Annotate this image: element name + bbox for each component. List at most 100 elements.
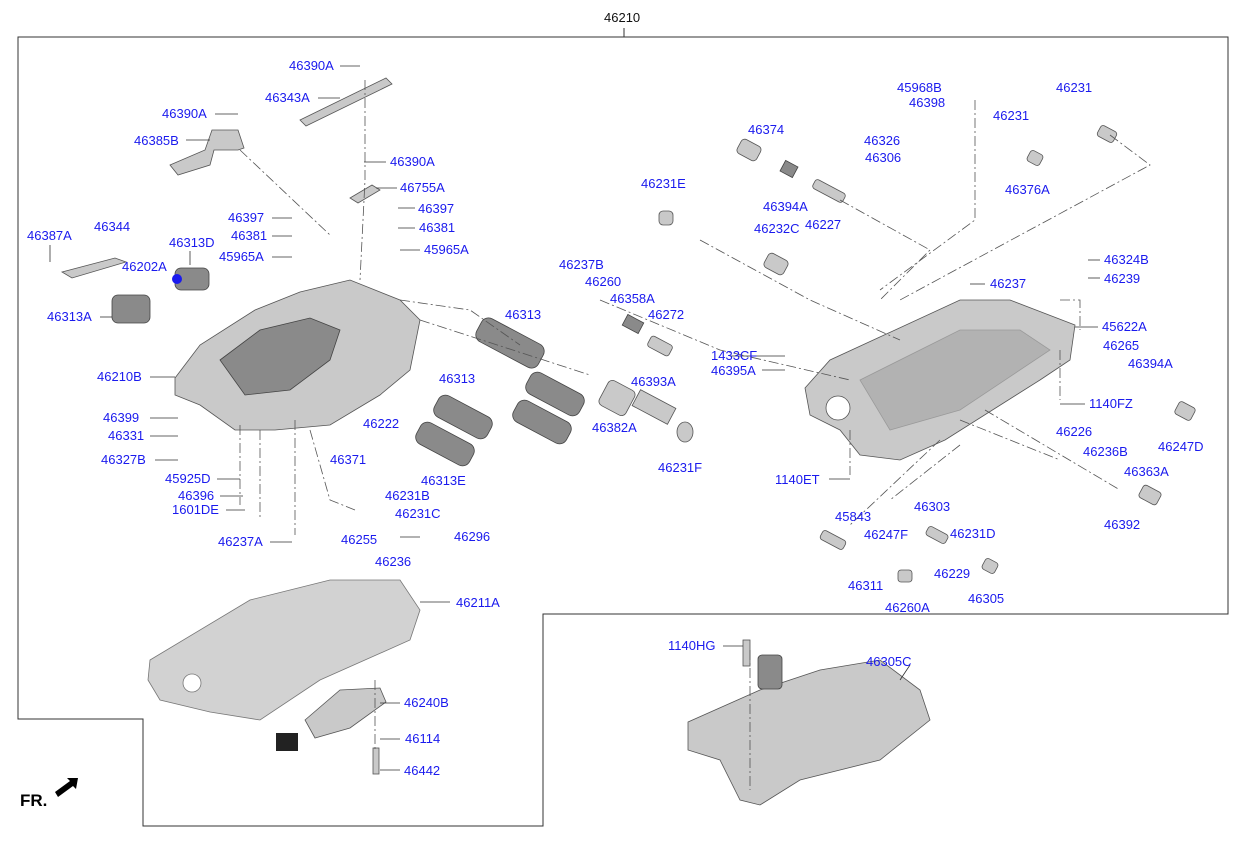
- part-label-46231D[interactable]: 46231D: [950, 526, 996, 541]
- part-label-46363A[interactable]: 46363A: [1124, 464, 1169, 479]
- assembly-line: [309, 429, 356, 511]
- part-label-46374[interactable]: 46374: [748, 122, 785, 137]
- part-label-46247F[interactable]: 46247F: [864, 527, 909, 542]
- solenoid-46313-upper: [475, 317, 545, 369]
- part-label-46376A[interactable]: 46376A: [1005, 182, 1050, 197]
- part-label-45622A[interactable]: 45622A: [1102, 319, 1147, 334]
- part-label-46260[interactable]: 46260: [585, 274, 622, 289]
- valve-46303: [925, 526, 949, 544]
- part-label-46222[interactable]: 46222: [363, 416, 400, 431]
- part-label-46211A[interactable]: 46211A: [456, 595, 500, 610]
- part-label-46324B[interactable]: 46324B: [1104, 252, 1149, 267]
- plug-46382A: [598, 379, 636, 417]
- part-label-46394A[interactable]: 46394A: [763, 199, 808, 214]
- part-label-46313D[interactable]: 46313D: [169, 235, 215, 250]
- part-label-46399[interactable]: 46399: [103, 410, 140, 425]
- part-label-46247D[interactable]: 46247D: [1158, 439, 1204, 454]
- part-label-46114[interactable]: 46114: [405, 731, 441, 746]
- part-label-46755A[interactable]: 46755A: [400, 180, 445, 195]
- part-label-46305[interactable]: 46305: [968, 591, 1005, 606]
- part-label-46395A[interactable]: 46395A: [711, 363, 756, 378]
- part-label-46394A[interactable]: 46394A: [1128, 356, 1173, 371]
- part-label-46231E[interactable]: 46231E: [641, 176, 686, 191]
- connector-46240B: [276, 733, 298, 751]
- part-label-46390A[interactable]: 46390A: [390, 154, 435, 169]
- part-label-46265[interactable]: 46265: [1103, 338, 1140, 353]
- valve-46227: [812, 179, 846, 203]
- part-label-46371[interactable]: 46371: [330, 452, 367, 467]
- part-label-46311[interactable]: 46311: [848, 578, 884, 593]
- part-label-1433CF[interactable]: 1433CF: [711, 348, 758, 363]
- part-label-46202A[interactable]: 46202A: [122, 259, 167, 274]
- part-label-46231C[interactable]: 46231C: [395, 506, 441, 521]
- part-label-46392[interactable]: 46392: [1104, 517, 1141, 532]
- solenoid-46313A: [111, 294, 151, 324]
- part-label-46381[interactable]: 46381: [419, 220, 456, 235]
- part-label-46210B[interactable]: 46210B: [97, 369, 142, 384]
- part-label-46305C[interactable]: 46305C: [866, 654, 912, 669]
- part-label-46396[interactable]: 46396: [178, 488, 215, 503]
- assembly-line: [879, 100, 976, 291]
- part-label-46240B[interactable]: 46240B: [404, 695, 449, 710]
- part-label-46231[interactable]: 46231: [1056, 80, 1093, 95]
- part-label-45965A[interactable]: 45965A: [424, 242, 469, 257]
- plug-46231F: [676, 421, 694, 443]
- plug-46305: [981, 558, 999, 574]
- part-label-46398[interactable]: 46398: [909, 95, 946, 110]
- part-label-45965A[interactable]: 45965A: [219, 249, 264, 264]
- assembly-line: [959, 419, 1061, 461]
- part-label-46255[interactable]: 46255: [341, 532, 378, 547]
- part-label-46229[interactable]: 46229: [934, 566, 971, 581]
- part-label-46390A[interactable]: 46390A: [162, 106, 207, 121]
- part-label-1140HG[interactable]: 1140HG: [668, 638, 716, 653]
- part-label-46313E[interactable]: 46313E: [421, 473, 466, 488]
- part-label-46442[interactable]: 46442: [404, 763, 441, 778]
- part-label-46237A[interactable]: 46237A: [218, 534, 263, 549]
- solenoid-46313E: [415, 421, 475, 467]
- part-label-46397[interactable]: 46397: [228, 210, 265, 225]
- part-label-45925D[interactable]: 45925D: [165, 471, 211, 486]
- part-label-46313[interactable]: 46313: [439, 371, 476, 386]
- solenoid-46313-b2: [433, 394, 493, 440]
- part-label-46306[interactable]: 46306: [865, 150, 902, 165]
- part-label-1601DE[interactable]: 1601DE: [172, 502, 219, 517]
- part-label-46382A[interactable]: 46382A: [592, 420, 637, 435]
- part-label-46331[interactable]: 46331: [108, 428, 145, 443]
- part-label-46303[interactable]: 46303: [914, 499, 951, 514]
- part-label-46390A[interactable]: 46390A: [289, 58, 334, 73]
- part-label-46231B[interactable]: 46231B: [385, 488, 430, 503]
- part-label-46296[interactable]: 46296: [454, 529, 491, 544]
- part-label-46227[interactable]: 46227: [805, 217, 842, 232]
- part-label-46236B[interactable]: 46236B: [1083, 444, 1128, 459]
- part-label-46358A[interactable]: 46358A: [610, 291, 655, 306]
- part-label-46231[interactable]: 46231: [993, 108, 1030, 123]
- part-label-1140ET[interactable]: 1140ET: [775, 472, 820, 487]
- part-label-46272[interactable]: 46272: [648, 307, 685, 322]
- part-label-1140FZ[interactable]: 1140FZ: [1089, 396, 1133, 411]
- assembly-line: [399, 299, 521, 346]
- part-label-45968B[interactable]: 45968B: [897, 80, 942, 95]
- part-label-46326[interactable]: 46326: [864, 133, 901, 148]
- part-label-46232C[interactable]: 46232C: [754, 221, 800, 236]
- part-label-46313[interactable]: 46313: [505, 307, 542, 322]
- part-label-46385B[interactable]: 46385B: [134, 133, 179, 148]
- part-label-46381[interactable]: 46381: [231, 228, 268, 243]
- part-label-46239[interactable]: 46239: [1104, 271, 1141, 286]
- part-label-46237B[interactable]: 46237B: [559, 257, 604, 272]
- separator-plate-hole: [825, 395, 851, 421]
- part-label-46231F[interactable]: 46231F: [658, 460, 703, 475]
- part-label-46226[interactable]: 46226: [1056, 424, 1093, 439]
- part-label-46260A[interactable]: 46260A: [885, 600, 930, 615]
- part-label-46236[interactable]: 46236: [375, 554, 412, 569]
- part-label-46313A[interactable]: 46313A: [47, 309, 92, 324]
- part-label-46237[interactable]: 46237: [990, 276, 1027, 291]
- part-label-46387A[interactable]: 46387A: [27, 228, 72, 243]
- part-label-46343A[interactable]: 46343A: [265, 90, 310, 105]
- part-label-46393A[interactable]: 46393A: [631, 374, 676, 389]
- part-label-46397[interactable]: 46397: [418, 201, 455, 216]
- plug-46247D: [1174, 401, 1196, 421]
- part-label-46344[interactable]: 46344: [94, 219, 131, 234]
- front-direction-arrow: [55, 778, 78, 797]
- part-label-45843[interactable]: 45843: [835, 509, 872, 524]
- part-label-46327B[interactable]: 46327B: [101, 452, 146, 467]
